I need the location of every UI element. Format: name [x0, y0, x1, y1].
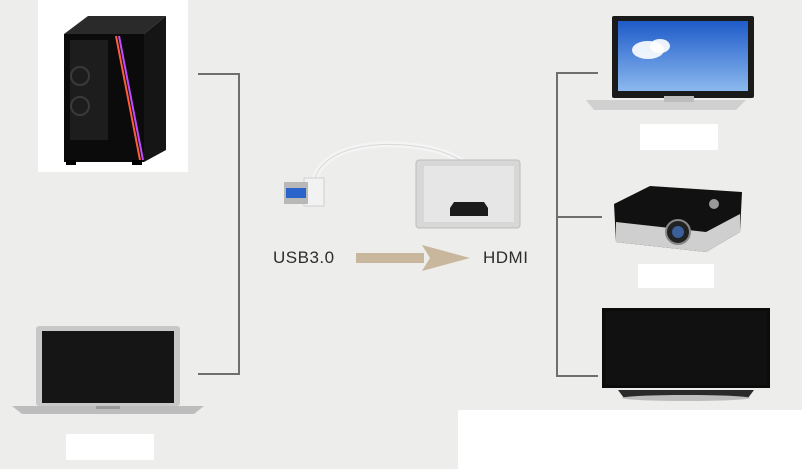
right-bracket-bottom — [558, 375, 598, 377]
left-bracket-bottom — [198, 373, 240, 375]
left-bracket-vertical — [238, 73, 240, 375]
projector-icon — [610, 182, 746, 256]
projector-caption-box — [638, 264, 714, 288]
source-label: USB3.0 — [273, 248, 335, 267]
left-bracket-top — [198, 73, 240, 75]
bottom-right-panel — [458, 410, 802, 469]
right-bracket-vertical — [556, 72, 558, 377]
laptop-icon — [12, 324, 204, 416]
laptop-caption-box — [66, 434, 154, 460]
right-bracket-middle — [558, 216, 602, 218]
target-label: HDMI — [483, 248, 529, 267]
tv-icon — [602, 306, 770, 402]
usb-hdmi-adapter-icon — [278, 132, 530, 236]
desktop-pc-icon — [58, 10, 170, 166]
conversion-arrow — [356, 245, 472, 271]
right-bracket-top — [558, 72, 598, 74]
monitor-icon — [586, 16, 756, 114]
monitor-caption-box — [640, 124, 718, 150]
